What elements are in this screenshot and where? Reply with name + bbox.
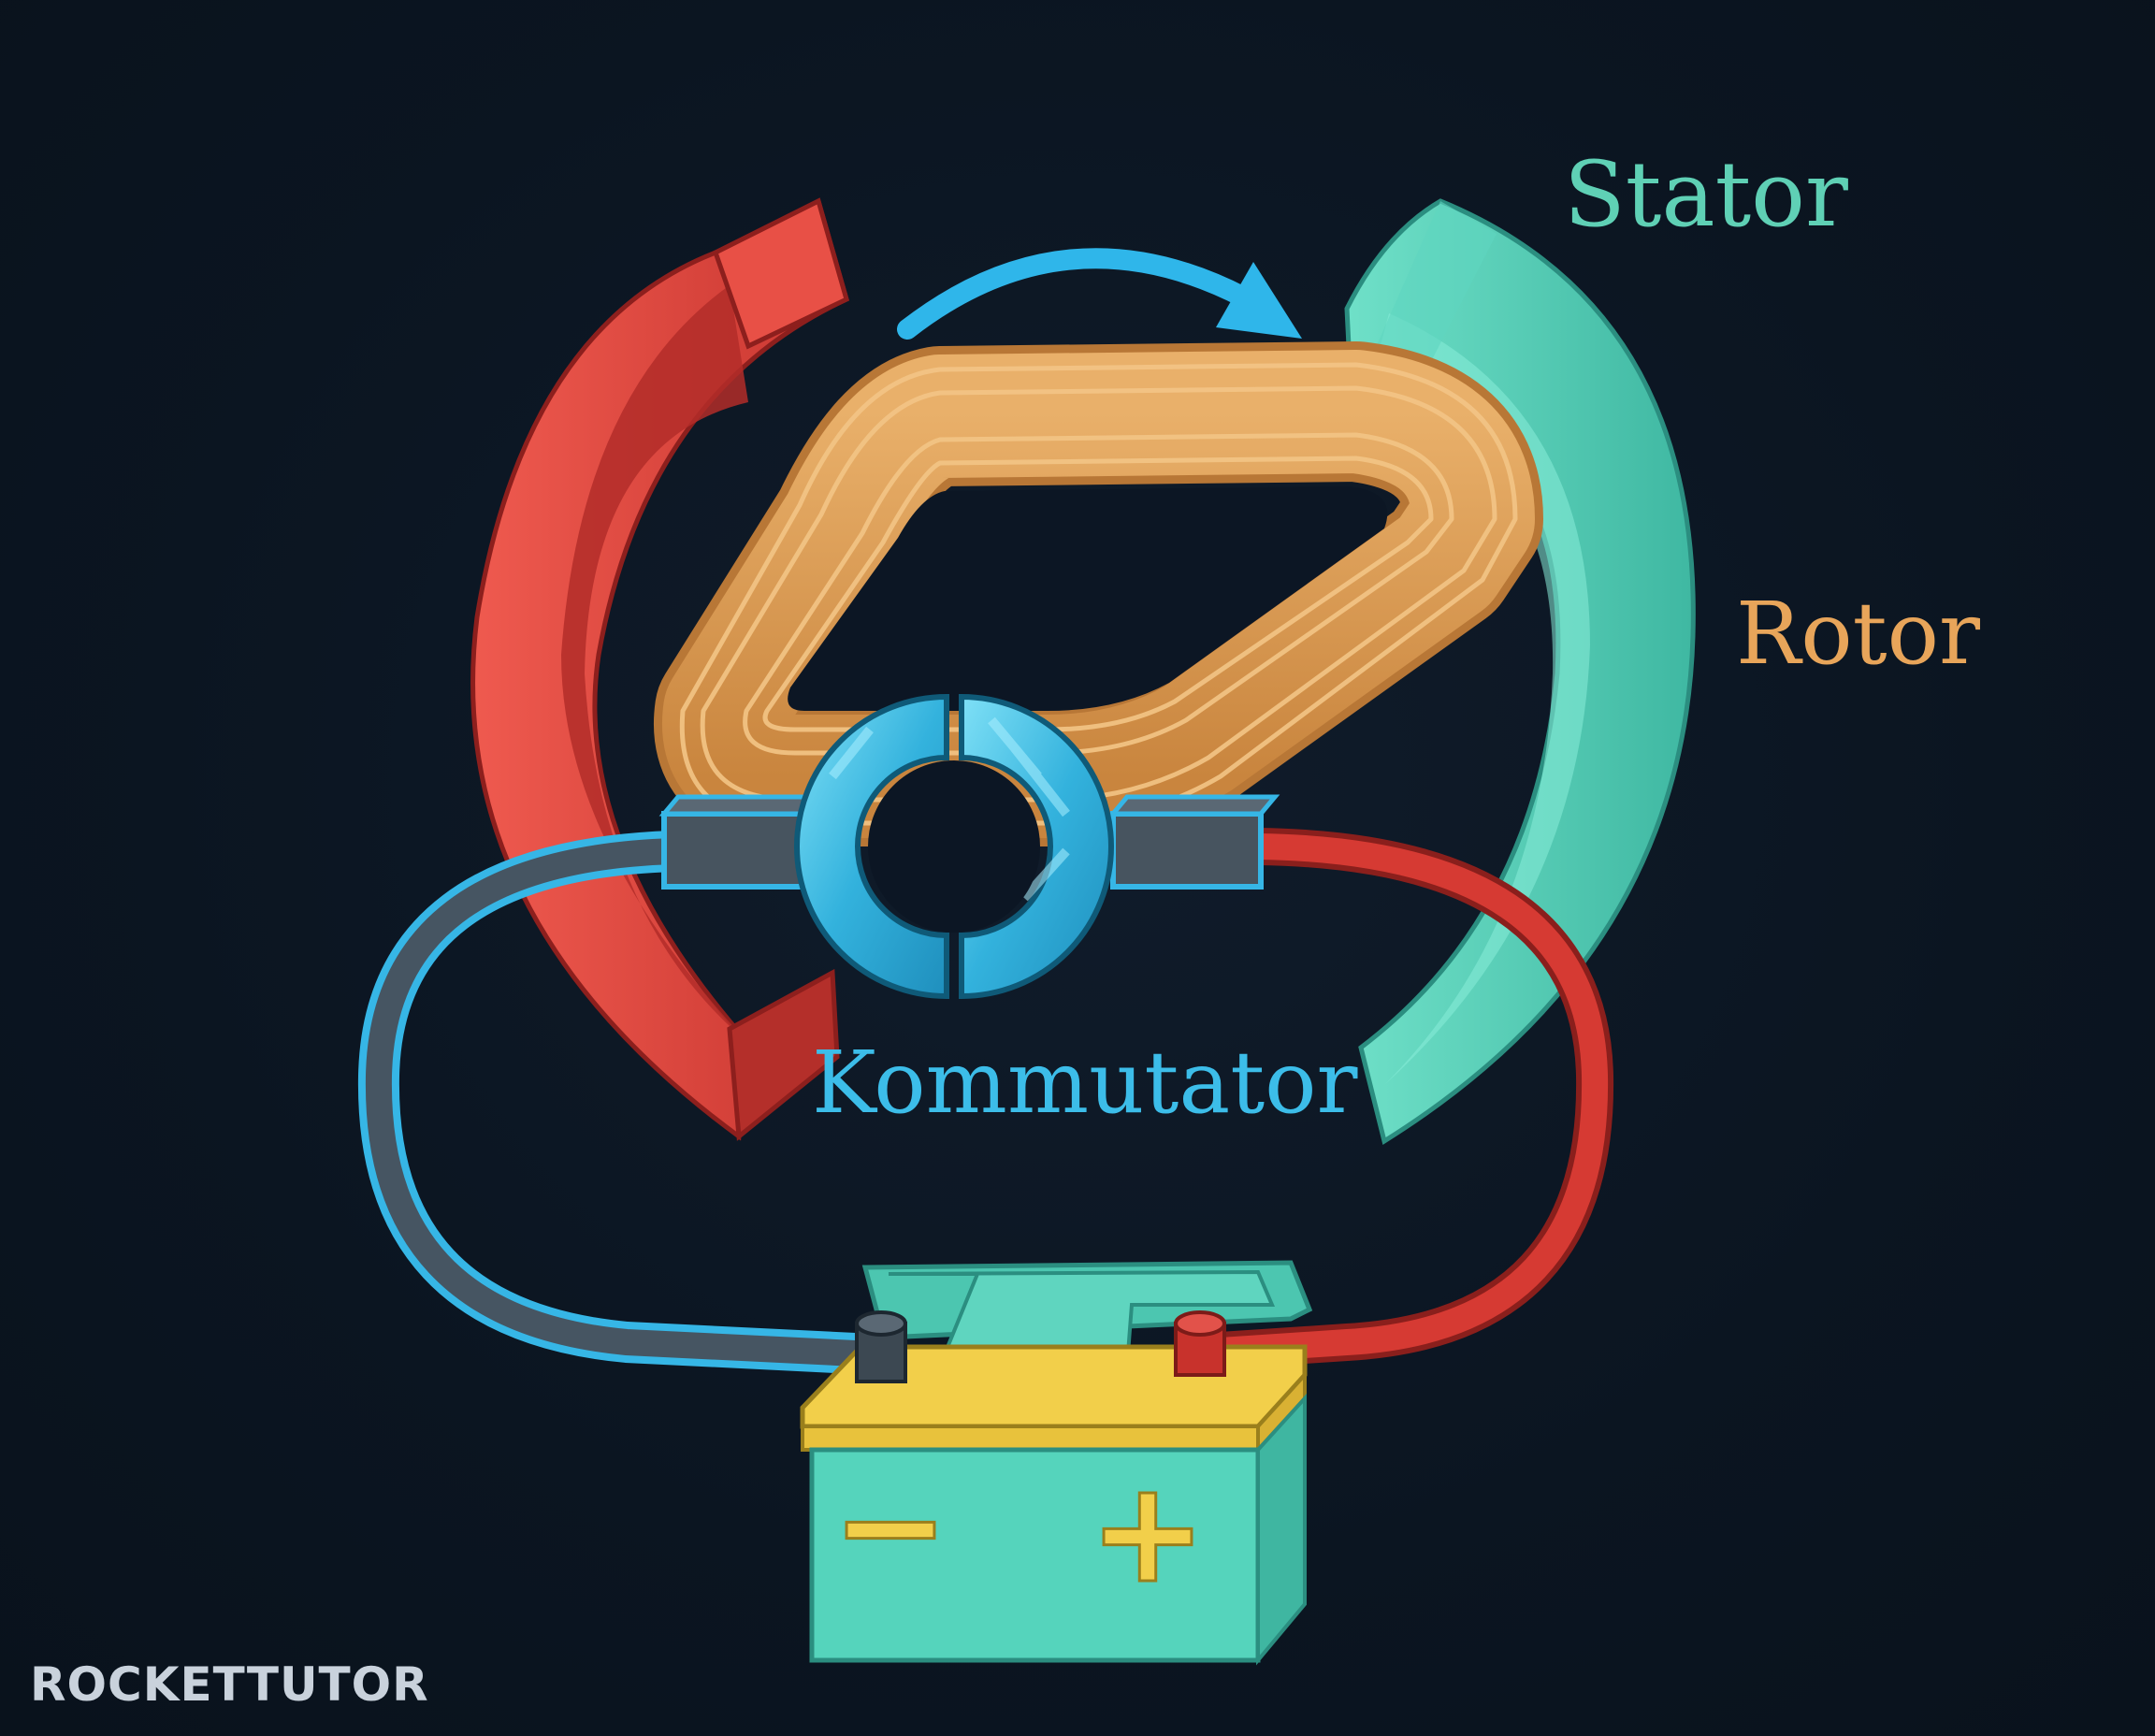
battery-negative-terminal bbox=[855, 1310, 907, 1383]
plus-symbol: + bbox=[1089, 1452, 1207, 1614]
wire-positive bbox=[1188, 828, 1614, 1370]
rotation-arrow bbox=[897, 248, 1302, 340]
kommutator-label: Kommutator bbox=[812, 1033, 1358, 1133]
brush-right bbox=[1107, 794, 1280, 890]
battery: − + bbox=[800, 1260, 1313, 1666]
rotor-label: Rotor bbox=[1736, 584, 1980, 684]
battery-positive-terminal bbox=[1174, 1310, 1226, 1377]
commutator bbox=[794, 693, 1114, 1000]
north-magnet bbox=[470, 197, 849, 1141]
brand-logo: ROCKETTUTOR bbox=[30, 1657, 429, 1712]
rotor-coil bbox=[654, 341, 1543, 846]
minus-symbol: − bbox=[832, 1445, 949, 1608]
stator-label: Stator bbox=[1564, 142, 1848, 247]
wire-negative bbox=[357, 831, 895, 1375]
